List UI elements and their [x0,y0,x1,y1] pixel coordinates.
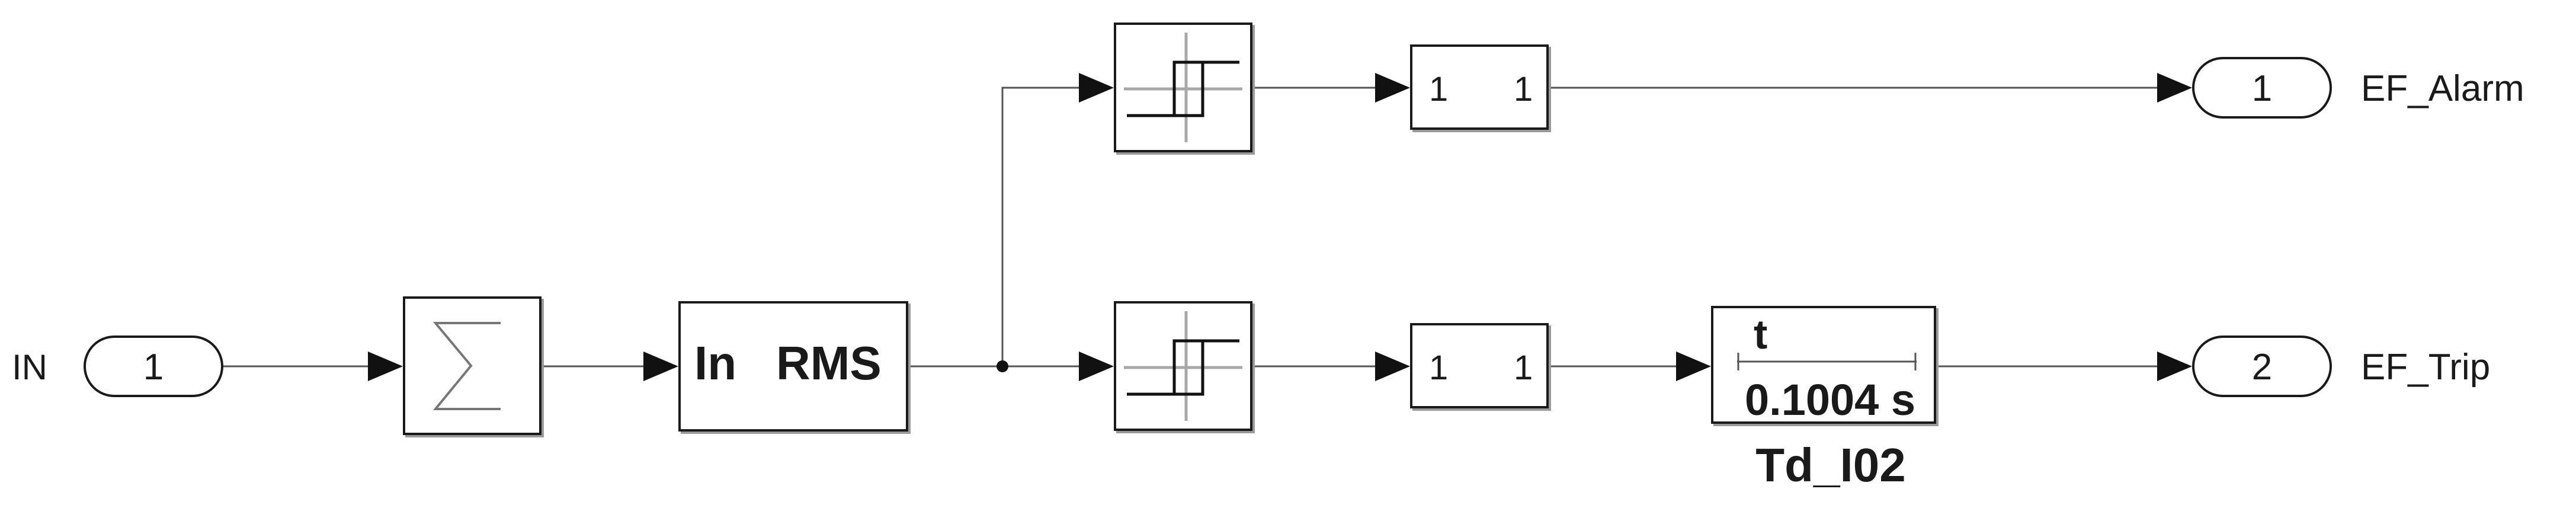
gain-bottom-block[interactable]: 1 1 [1410,323,1549,408]
outport-2-shape [2192,336,2332,397]
arrowhead-out2-in [2157,352,2192,381]
arrowhead-delay-in [1676,352,1711,381]
outport-ef-alarm[interactable]: 1 EF_Alarm [2192,57,2524,119]
outport-ef-trip[interactable]: 2 EF_Trip [2192,336,2490,397]
sum-block[interactable] [403,296,542,435]
gain-bottom-out-label: 1 [1514,349,1533,387]
rms-block-frame [678,301,908,432]
arrowhead-rms-in [643,352,678,381]
wire-branch-to-relay-top [1001,87,1088,366]
arrowheads [368,73,2192,381]
gain-top-block[interactable]: 1 1 [1410,44,1549,130]
gain-top-out-label: 1 [1514,70,1533,108]
outport-1-label: EF_Alarm [2361,68,2524,109]
arrowhead-relay-bottom-in [1079,352,1114,381]
relay-bottom-block[interactable] [1114,301,1252,431]
delay-block[interactable]: t 0.1004 s Td_I02 [1711,306,1936,491]
arrowhead-gain-top-in [1375,73,1410,103]
inport-number: 1 [143,347,164,388]
branch-point [997,360,1008,372]
outport-2-number: 2 [2252,347,2272,388]
gain-bottom-frame [1410,323,1549,408]
sigma-icon [432,322,501,410]
arrowhead-sum-in [368,352,403,381]
gain-bottom-in-label: 1 [1429,349,1448,387]
rms-label-in: In [694,337,736,389]
relay-hysteresis-icon [1124,33,1242,142]
gain-top-in-label: 1 [1429,70,1448,108]
delay-symbol-t: t [1754,311,1767,357]
arrowhead-gain-bottom-in [1375,352,1410,381]
outport-1-number: 1 [2252,68,2272,109]
arrowhead-out1-in [2157,73,2192,103]
inport-in[interactable]: IN 1 [12,336,223,397]
rms-block[interactable]: In RMS [678,301,908,432]
rms-label-rms: RMS [776,337,882,389]
outport-2-label: EF_Trip [2361,347,2490,388]
arrowhead-relay-top-in [1079,73,1114,103]
delay-block-frame [1711,306,1936,424]
inport-label: IN [12,347,47,387]
delay-value: 0.1004 s [1745,375,1915,424]
outport-1-shape [2192,57,2332,119]
inport-shape [84,336,223,397]
gain-top-frame [1410,44,1549,130]
relay-top-block[interactable] [1114,23,1252,152]
relay-hysteresis-icon [1124,311,1242,421]
delay-block-name: Td_I02 [1755,439,1905,491]
signal-wires [222,87,2162,372]
